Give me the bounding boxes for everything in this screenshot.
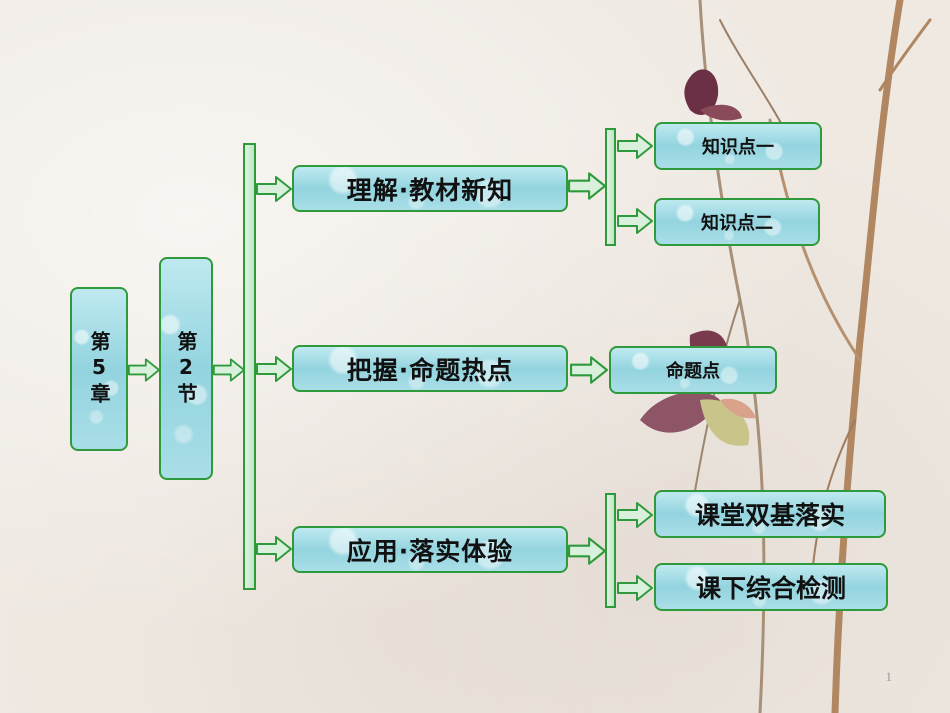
practice-label-1: 课堂双基落实	[694, 501, 845, 530]
topic-box-2[interactable]: 把握·命题热点	[292, 345, 568, 392]
topic-box-1[interactable]: 理解·教材新知	[292, 165, 568, 212]
brace-bar-main	[243, 143, 256, 590]
section-box[interactable]: 第2节	[159, 257, 213, 480]
proposition-label: 命题点	[666, 361, 720, 382]
section-label: 第2节	[174, 330, 198, 407]
topic-label-3: 应用·落实体验	[346, 536, 514, 566]
brace-bar-topic3	[605, 493, 616, 608]
chapter-label: 第5章	[87, 331, 111, 407]
chapter-box[interactable]: 第5章	[70, 287, 128, 451]
topic-label-1: 理解·教材新知	[346, 175, 514, 205]
proposition-box[interactable]: 命题点	[609, 346, 777, 394]
practice-label-2: 课下综合检测	[695, 574, 846, 603]
practice-box-1[interactable]: 课堂双基落实	[654, 490, 886, 538]
knowledge-point-box-1[interactable]: 知识点一	[654, 122, 822, 170]
knowledge-point-label-1: 知识点一	[702, 137, 774, 158]
topic-box-3[interactable]: 应用·落实体验	[292, 526, 568, 573]
page-number: 1	[885, 669, 893, 684]
topic-label-2: 把握·命题热点	[346, 355, 514, 385]
knowledge-point-label-2: 知识点二	[701, 213, 773, 234]
brace-bar-topic1	[605, 128, 616, 246]
leaf-top	[684, 69, 742, 121]
practice-box-2[interactable]: 课下综合检测	[654, 563, 888, 611]
knowledge-point-box-2[interactable]: 知识点二	[654, 198, 820, 246]
